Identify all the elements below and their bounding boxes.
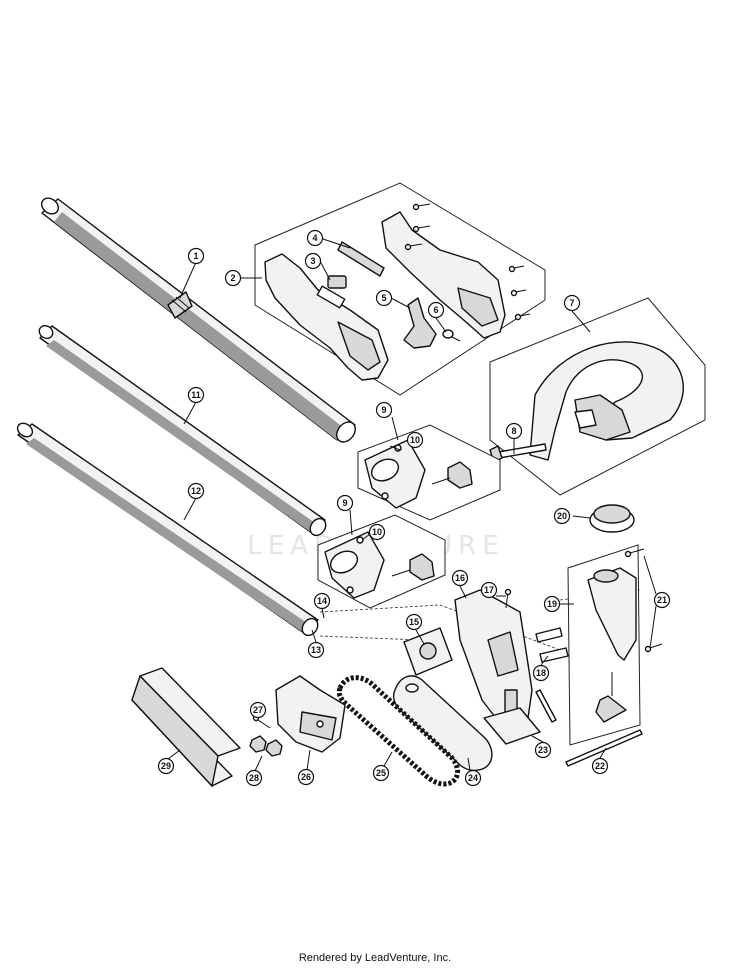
svg-text:5: 5 xyxy=(381,293,386,303)
svg-text:6: 6 xyxy=(433,305,438,315)
svg-text:9: 9 xyxy=(342,498,347,508)
svg-text:26: 26 xyxy=(301,772,311,782)
svg-text:3: 3 xyxy=(310,256,315,266)
callout-15: 15 xyxy=(405,613,423,631)
svg-text:7: 7 xyxy=(569,298,574,308)
callout-23: 23 xyxy=(534,741,552,759)
callout-6: 6 xyxy=(427,301,445,319)
callout-17: 17 xyxy=(480,581,498,599)
group-oil-tank xyxy=(567,544,641,746)
callout-22: 22 xyxy=(591,757,609,775)
svg-text:10: 10 xyxy=(410,435,420,445)
callout-21: 21 xyxy=(653,591,671,609)
leader-lines xyxy=(167,237,657,772)
svg-text:10: 10 xyxy=(372,527,382,537)
group-handle-housing xyxy=(254,182,546,396)
svg-text:14: 14 xyxy=(317,596,327,606)
svg-text:16: 16 xyxy=(455,573,465,583)
svg-text:28: 28 xyxy=(249,773,259,783)
callout-10-upper: 10 xyxy=(406,431,424,449)
svg-text:2: 2 xyxy=(230,273,235,283)
svg-text:19: 19 xyxy=(547,599,557,609)
svg-text:24: 24 xyxy=(468,773,478,783)
svg-text:8: 8 xyxy=(511,426,516,436)
svg-text:4: 4 xyxy=(312,233,317,243)
part-tank-screws xyxy=(624,548,663,653)
callout-18: 18 xyxy=(532,664,550,682)
callout-5: 5 xyxy=(375,289,393,307)
svg-text:9: 9 xyxy=(381,405,386,415)
part-scabbard xyxy=(131,667,241,787)
part-lower-shaft xyxy=(16,422,319,637)
svg-text:13: 13 xyxy=(311,645,321,655)
callout-4: 4 xyxy=(306,229,324,247)
svg-text:21: 21 xyxy=(657,595,667,605)
callout-29: 29 xyxy=(157,757,175,775)
callout-1: 1 xyxy=(187,247,205,265)
callout-14: 14 xyxy=(313,592,331,610)
footer-credit: Rendered by LeadVenture, Inc. xyxy=(298,952,452,964)
svg-text:12: 12 xyxy=(191,486,201,496)
group-gear-housing xyxy=(403,588,569,745)
group-coupler-upper xyxy=(357,424,501,521)
callout-10-lower: 10 xyxy=(368,523,386,541)
callout-8: 8 xyxy=(505,422,523,440)
svg-text:15: 15 xyxy=(409,617,419,627)
callout-24: 24 xyxy=(464,769,482,787)
part-guide-bar xyxy=(392,675,493,772)
callout-19: 19 xyxy=(543,595,561,613)
callout-27: 27 xyxy=(249,701,267,719)
callout-2: 2 xyxy=(224,269,242,287)
svg-text:20: 20 xyxy=(557,511,567,521)
callout-16: 16 xyxy=(451,569,469,587)
part-oil-cap xyxy=(589,504,635,533)
callout-28: 28 xyxy=(245,769,263,787)
part-chain xyxy=(336,675,461,787)
svg-text:1: 1 xyxy=(193,251,198,261)
callout-20: 20 xyxy=(553,507,571,525)
svg-text:27: 27 xyxy=(253,705,263,715)
callout-7: 7 xyxy=(563,294,581,312)
part-bar-cover xyxy=(275,675,346,753)
svg-text:18: 18 xyxy=(536,668,546,678)
callout-12: 12 xyxy=(187,482,205,500)
svg-text:23: 23 xyxy=(538,745,548,755)
svg-text:29: 29 xyxy=(161,761,171,771)
callout-25: 25 xyxy=(372,764,390,782)
group-coupler-lower xyxy=(317,514,446,609)
callout-9-lower: 9 xyxy=(336,494,354,512)
group-front-handle xyxy=(489,297,706,496)
svg-text:22: 22 xyxy=(595,761,605,771)
part-upper-shaft xyxy=(41,197,356,443)
callout-3: 3 xyxy=(304,252,322,270)
part-nuts xyxy=(249,714,283,757)
callout-26: 26 xyxy=(297,768,315,786)
callout-9-upper: 9 xyxy=(375,401,393,419)
svg-text:25: 25 xyxy=(376,768,386,778)
svg-text:11: 11 xyxy=(191,390,201,400)
callout-13: 13 xyxy=(307,641,325,659)
part-middle-shaft xyxy=(38,324,327,537)
callout-11: 11 xyxy=(187,386,205,404)
svg-text:17: 17 xyxy=(484,585,494,595)
part-rod xyxy=(565,729,643,767)
